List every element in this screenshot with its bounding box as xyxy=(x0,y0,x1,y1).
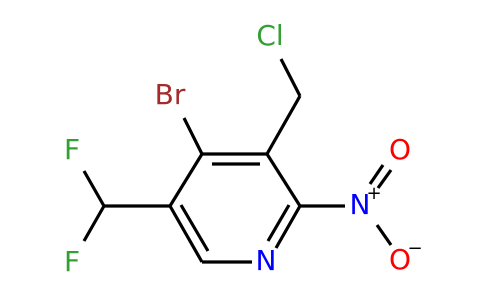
bond-chf2-fbottom xyxy=(82,205,106,242)
oxygen-top-label: O xyxy=(389,133,411,166)
bond-ch2-cl xyxy=(279,58,302,97)
fluorine-top-label: F xyxy=(64,133,80,166)
bond-chf2-ftop xyxy=(82,170,106,207)
nitro-nitrogen-charge: + xyxy=(366,183,381,204)
oxygen-bottom-label: O xyxy=(389,243,411,276)
bond-c6-c5-double xyxy=(179,204,210,252)
nitro-nitrogen-label: N xyxy=(350,188,371,221)
bond-nnitro-otop-double xyxy=(368,164,385,185)
atom-labels: Br Cl F F N N + O O − xyxy=(64,19,423,278)
bond-c3-ch2 xyxy=(265,95,302,155)
substituent-bonds xyxy=(82,58,393,246)
chlorine-label: Cl xyxy=(256,19,283,52)
pyridine-nitrogen-label: N xyxy=(256,244,277,277)
bond-c4-br xyxy=(182,117,204,155)
bond-nnitro-otop xyxy=(376,169,393,189)
bromine-label: Br xyxy=(155,78,186,111)
bond-c3-c2 xyxy=(265,153,302,207)
bond-c2-n1-double xyxy=(266,204,291,242)
pyridine-ring xyxy=(168,152,302,264)
bond-c5-c4 xyxy=(168,153,204,207)
bond-c2-n1 xyxy=(274,205,302,249)
oxygen-bottom-charge: − xyxy=(407,238,422,259)
bond-nnitro-obottom xyxy=(375,224,393,246)
fluorine-bottom-label: F xyxy=(64,245,80,278)
bond-c6-c5 xyxy=(168,205,204,263)
